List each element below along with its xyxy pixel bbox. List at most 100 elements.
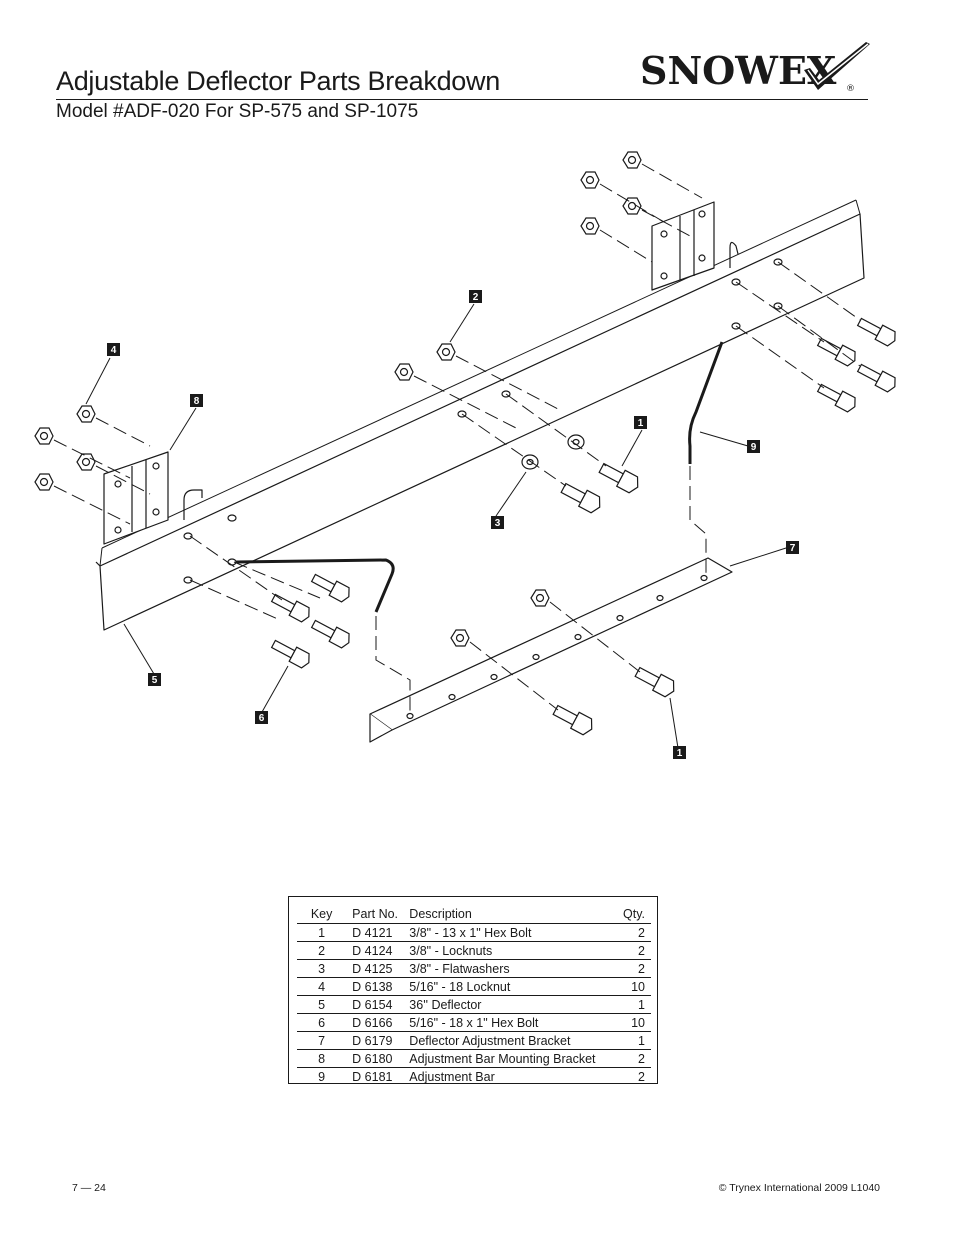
cell-qty: 10 [615, 977, 651, 996]
locknut-nut [622, 151, 642, 169]
table-row: 6 D 6166 5/16" - 18 x 1" Hex Bolt 10 [297, 1013, 651, 1032]
cell-description: 5/16" - 18 x 1" Hex Bolt [409, 1013, 616, 1032]
locknut-nut [76, 405, 96, 423]
hex-bolt [856, 363, 896, 393]
cell-qty: 2 [615, 923, 651, 942]
callout-8: 8 [194, 396, 200, 407]
cell-description: 3/8" - Flatwashers [409, 959, 616, 978]
hex-bolt [310, 619, 350, 649]
locknut-nut [34, 427, 54, 445]
cell-key: 2 [297, 941, 347, 960]
logo-text: SNOWEX [640, 48, 837, 93]
deflector-plate [99, 213, 865, 631]
callout-5: 5 [152, 675, 158, 686]
cell-part-no: D 4121 [346, 923, 410, 942]
cell-description: 3/8" - 13 x 1" Hex Bolt [409, 923, 616, 942]
page-subtitle: Model #ADF-020 For SP-575 and SP-1075 [56, 101, 419, 122]
hex-bolt [270, 639, 310, 669]
col-description: Description [409, 905, 616, 924]
cell-key: 7 [297, 1031, 347, 1050]
callout-6: 6 [259, 713, 265, 724]
hex-bolt [560, 482, 601, 514]
parts-table: Key Part No. Description Qty. 1 D 4121 3… [297, 905, 651, 1085]
adjustment-bar-right [688, 341, 724, 464]
hex-bolt [856, 317, 896, 347]
cell-description: 3/8" - Locknuts [409, 941, 616, 960]
cell-key: 6 [297, 1013, 347, 1032]
table-row: 7 D 6179 Deflector Adjustment Bracket 1 [297, 1031, 651, 1050]
cell-qty: 1 [615, 1031, 651, 1050]
callout-1-bottom: 1 [677, 748, 683, 759]
cell-key: 8 [297, 1049, 347, 1068]
locknut-nut [34, 473, 54, 491]
page-title: Adjustable Deflector Parts Breakdown [56, 66, 500, 96]
hex-bolt [270, 593, 310, 623]
locknut-nut [450, 629, 470, 647]
page-number: 7 — 24 [72, 1182, 106, 1194]
locknut-nut [580, 171, 600, 189]
hex-bolt [552, 704, 593, 736]
cell-description: 5/16" - 18 Locknut [409, 977, 616, 996]
cell-part-no: D 6181 [352, 1069, 393, 1084]
exploded-parts-diagram: 4 8 2 1 9 3 7 5 6 1 [34, 151, 896, 759]
cell-part-no: D 6138 [346, 977, 410, 996]
cell-description: 36'' Deflector [409, 995, 616, 1014]
cell-part-no: D 6180 [346, 1049, 410, 1068]
cell-part-no: D 6166 [346, 1013, 410, 1032]
flatwasher [567, 434, 585, 450]
hex-bolt [310, 573, 350, 603]
cell-qty: 10 [615, 1013, 651, 1032]
locknut-nut [76, 453, 96, 471]
cell-description: Adjustment Bar Mounting Bracket [409, 1049, 616, 1068]
table-row: 2 D 4124 3/8" - Locknuts 2 [297, 941, 651, 960]
cell-qty: 2 [615, 959, 651, 978]
cell-description: Adjustment Bar [409, 1069, 495, 1084]
hex-bolt [598, 462, 639, 494]
cell-part-no: D 6179 [346, 1031, 410, 1050]
callout-1-top: 1 [638, 418, 644, 429]
locknut-nut [436, 343, 456, 361]
cell-key: 1 [297, 923, 347, 942]
table-row: 4 D 6138 5/16" - 18 Locknut 10 [297, 977, 651, 996]
cell-qty: 2 [638, 1069, 645, 1084]
cell-qty: 2 [615, 941, 651, 960]
locknut-nut [394, 363, 414, 381]
col-part-no: Part No. [346, 905, 410, 924]
hex-bolt [816, 337, 856, 367]
callout-3: 3 [495, 518, 501, 529]
table-row: 3 D 4125 3/8" - Flatwashers 2 [297, 959, 651, 978]
parts-list-table: Key Part No. Description Qty. 1 D 4121 3… [288, 896, 658, 1084]
locknut-nut [530, 589, 550, 607]
locknut-nut [580, 217, 600, 235]
col-key: Key [297, 905, 347, 924]
left-mounting-bracket [103, 451, 169, 545]
cell-key: 4 [297, 977, 347, 996]
callout-7: 7 [790, 543, 796, 554]
cell-qty: 2 [615, 1049, 651, 1068]
table-row: 5 D 6154 36'' Deflector 1 [297, 995, 651, 1014]
hex-bolt [634, 666, 675, 698]
table-row: 8 D 6180 Adjustment Bar Mounting Bracket… [297, 1049, 651, 1068]
copyright-notice: © Trynex International 2009 L1040 [718, 1182, 880, 1194]
cell-qty: 1 [615, 995, 651, 1014]
adjustment-bar-left [235, 558, 395, 613]
table-row: 9 D 6181 Adjustment Bar 2 [297, 1068, 651, 1086]
checkmark-logo-icon [804, 42, 870, 90]
hex-bolt [816, 383, 856, 413]
table-row: 1 D 4121 3/8" - 13 x 1" Hex Bolt 2 [297, 923, 651, 942]
cell-part-no: D 4124 [346, 941, 410, 960]
cell-key: 3 [297, 959, 347, 978]
cell-description: Deflector Adjustment Bracket [409, 1031, 616, 1050]
callout-4: 4 [111, 345, 117, 356]
col-qty: Qty. [615, 905, 651, 924]
table-header-row: Key Part No. Description Qty. [297, 905, 651, 924]
snowex-logo: SNOWEX ® [640, 40, 872, 98]
callout-2: 2 [473, 292, 479, 303]
cell-part-no: D 4125 [346, 959, 410, 978]
locknut-nut [622, 197, 642, 215]
title-rule [56, 99, 868, 100]
cell-key: 5 [297, 995, 347, 1014]
callout-9: 9 [751, 442, 757, 453]
cell-part-no: D 6154 [346, 995, 410, 1014]
cell-key: 9 [318, 1069, 326, 1084]
